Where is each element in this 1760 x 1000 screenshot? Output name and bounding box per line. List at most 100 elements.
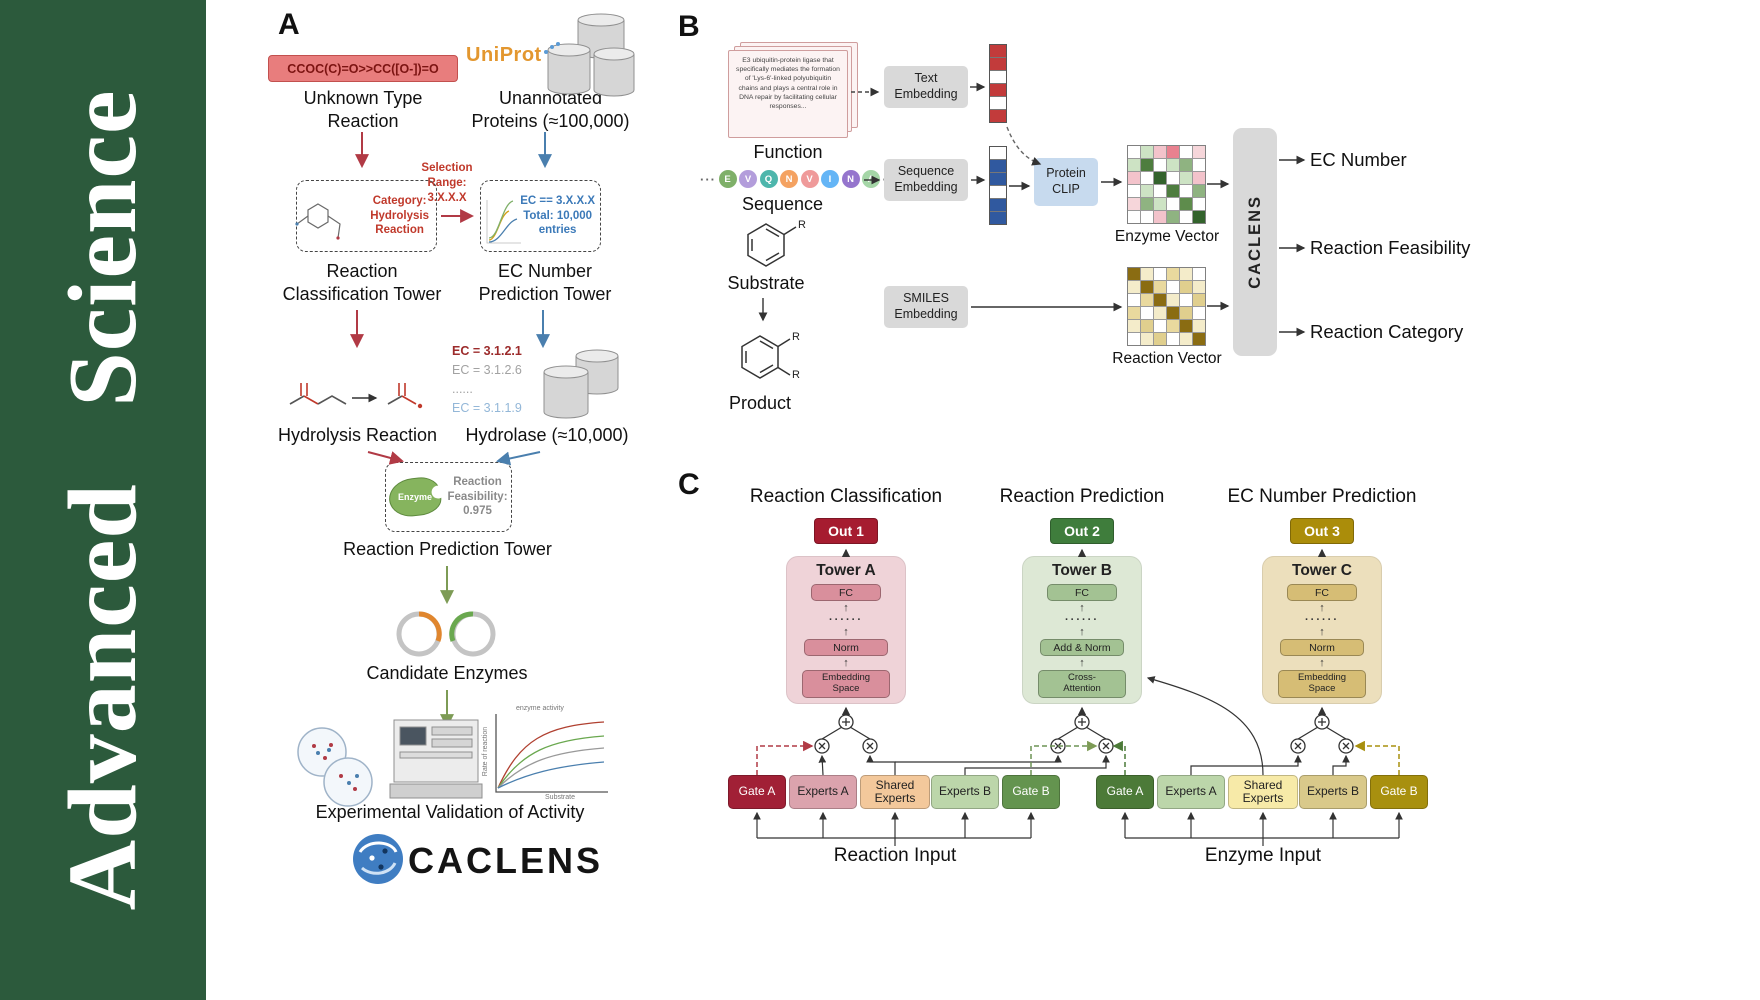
matrix-cell xyxy=(1154,281,1166,293)
matrix-cell xyxy=(1193,198,1205,210)
residue-circle: N xyxy=(841,170,860,188)
matrix-cell xyxy=(1167,320,1179,332)
activity-plot-xlabel: Substrate xyxy=(545,794,575,801)
matrix-cell xyxy=(1193,211,1205,223)
matrix-cell xyxy=(1154,172,1166,184)
residue-circle: I xyxy=(821,170,839,188)
matrix-cell xyxy=(1167,185,1179,197)
prediction-tower-label: Reaction Prediction Tower xyxy=(343,539,552,559)
residue-circle: Q xyxy=(759,170,778,188)
ec-item: EC = 3.1.2.6 xyxy=(452,363,522,377)
matrix-cell xyxy=(1167,198,1179,210)
residue-circle: V xyxy=(739,170,757,188)
unannotated-proteins-label: Unannotated Proteins (≈100,000) xyxy=(471,88,630,131)
reaction-shared-experts-box: Shared Experts xyxy=(860,775,930,809)
matrix-cell xyxy=(1180,281,1192,293)
matrix-cell xyxy=(1128,172,1140,184)
matrix-cell xyxy=(1180,294,1192,306)
vector-cell xyxy=(990,212,1006,224)
matrix-cell xyxy=(1167,172,1179,184)
matrix-cell xyxy=(1180,211,1192,223)
vector-cell xyxy=(990,186,1006,198)
matrix-cell xyxy=(1180,159,1192,171)
sequence-vector xyxy=(989,146,1007,225)
ec-tower-label: EC Number Prediction Tower xyxy=(478,261,612,304)
tower-b-cross-attention: Cross- Attention xyxy=(1038,670,1126,698)
enzyme-input-label: Enzyme Input xyxy=(1204,845,1322,866)
vector-cell xyxy=(990,110,1006,122)
arrow-hydrolase-to-feasibility xyxy=(495,451,541,466)
up-arrow-icon: ↑ xyxy=(1319,657,1325,669)
ec-item: EC = 3.1.2.1 xyxy=(452,344,522,358)
column-title-reaction-classification: Reaction Classification xyxy=(749,486,943,507)
tower-a: Tower A FC ↑ ······ ↑ Norm ↑ Embedding S… xyxy=(786,556,906,704)
up-arrow-icon: ↑ xyxy=(1079,602,1085,614)
matrix-cell xyxy=(1180,320,1192,332)
tower-c-title: Tower C xyxy=(1292,562,1352,579)
matrix-cell xyxy=(1141,211,1153,223)
matrix-cell xyxy=(1128,185,1140,197)
text-embedding-box: Text Embedding xyxy=(884,66,968,108)
matrix-cell xyxy=(1141,307,1153,319)
matrix-cell xyxy=(1167,307,1179,319)
enzyme-blob-label: Enzyme xyxy=(398,492,433,503)
matrix-cell xyxy=(1141,294,1153,306)
ec-filter-box: EC == 3.X.X.X Total: 10,000 entries xyxy=(480,180,601,252)
sequence-embedding-box: Sequence Embedding xyxy=(884,159,968,201)
tower-a-fc: FC xyxy=(811,584,881,601)
feasibility-box: Enzyme Reaction Feasibility: 0.975 xyxy=(385,462,512,532)
enzyme-vector-label: Enzyme Vector xyxy=(1114,228,1220,245)
matrix-cell xyxy=(1141,172,1153,184)
reaction-vector-matrix xyxy=(1127,267,1206,346)
up-arrow-icon: ↑ xyxy=(1319,626,1325,638)
tower-a-dots: ······ xyxy=(829,614,863,626)
protein-clip-box: Protein CLIP xyxy=(1034,158,1098,206)
matrix-cell xyxy=(1141,268,1153,280)
hydrolase-label: Hydrolase (≈10,000) xyxy=(465,425,629,445)
vector-cell xyxy=(990,71,1006,83)
up-arrow-icon: ↑ xyxy=(1079,626,1085,638)
matrix-cell xyxy=(1193,159,1205,171)
tower-a-title: Tower A xyxy=(816,562,876,579)
matrix-cell xyxy=(1154,211,1166,223)
tower-a-embedding-space: Embedding Space xyxy=(802,670,890,698)
caclens-logo-text: CACLENS xyxy=(408,840,604,881)
enzyme-gate-a-box: Gate A xyxy=(1096,775,1154,809)
enzyme-vector-matrix xyxy=(1127,145,1206,224)
matrix-cell xyxy=(1193,185,1205,197)
microscopy-circles xyxy=(297,727,373,807)
tower-c-fc: FC xyxy=(1287,584,1357,601)
function-card-text: E3 ubiquitin-protein ligase that specifi… xyxy=(736,57,840,110)
caclens-module: CACLENS xyxy=(1233,128,1277,356)
vector-cell xyxy=(990,58,1006,70)
substrate-r-label: R xyxy=(798,219,806,231)
hplc-instrument xyxy=(389,719,483,799)
product-molecule-sketch xyxy=(741,335,791,379)
reaction-gate-b-signal xyxy=(1030,740,1098,775)
matrix-cell xyxy=(1128,294,1140,306)
hydrolysis-label: Hydrolysis Reaction xyxy=(277,425,438,445)
classification-tower-label: Reaction Classification Tower xyxy=(282,261,442,304)
matrix-cell xyxy=(1180,268,1192,280)
ec-number-list: EC = 3.1.2.1 EC = 3.1.2.6 ...... EC = 3.… xyxy=(452,344,538,420)
uniprot-db-stack xyxy=(547,13,635,97)
ec-item: EC = 3.1.1.9 xyxy=(452,401,522,415)
vector-cell xyxy=(990,147,1006,159)
matrix-cell xyxy=(1193,333,1205,345)
tower-c-dots: ······ xyxy=(1305,614,1339,626)
sequence-ellipsis-left: ··· xyxy=(700,171,716,187)
caclens-module-label: CACLENS xyxy=(1245,195,1264,289)
up-arrow-icon: ↑ xyxy=(843,626,849,638)
uniprot-logo: UniProt xyxy=(466,44,542,66)
validation-label: Experimental Validation of Activity xyxy=(315,802,585,822)
output-ec-number: EC Number xyxy=(1310,149,1407,170)
product-r1-label: R xyxy=(792,331,800,343)
enzyme-experts-b-box: Experts B xyxy=(1299,775,1367,809)
uniprot-logo-dots xyxy=(544,42,560,54)
enzyme-shared-experts-box: Shared Experts xyxy=(1228,775,1298,809)
candidate-enzymes-label: Candidate Enzymes xyxy=(366,663,528,683)
out1-box: Out 1 xyxy=(814,518,878,544)
panel-b-label: B xyxy=(678,10,700,43)
enzyme-blob-icon: Enzyme xyxy=(387,475,444,519)
feasibility-text: Reaction Feasibility: 0.975 xyxy=(447,475,508,518)
